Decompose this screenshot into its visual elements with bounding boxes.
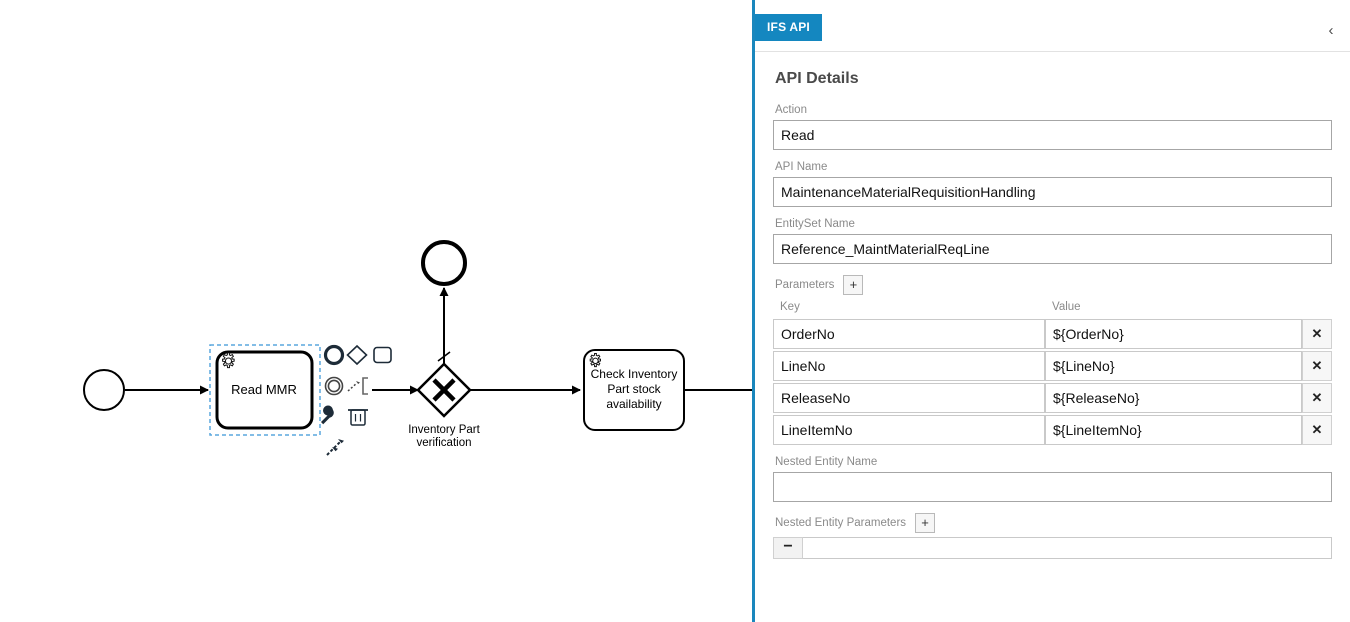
- nested-parameter-input[interactable]: [803, 537, 1332, 559]
- delete-parameter-button[interactable]: ✕: [1302, 415, 1332, 445]
- bpmn-canvas[interactable]: Read MMR: [0, 0, 752, 622]
- parameters-header-row: Key Value: [773, 301, 1332, 317]
- delete-parameter-button[interactable]: ✕: [1302, 351, 1332, 381]
- nested-entity-name-select-wrap: [773, 472, 1332, 502]
- panel-header: IFS API ‹: [755, 0, 1350, 52]
- nested-entity-name-select[interactable]: [773, 472, 1332, 502]
- check-stock-task: Check Inventory Part stock availability: [583, 349, 685, 431]
- parameter-key-input[interactable]: [773, 415, 1045, 445]
- trash-icon: [348, 409, 368, 426]
- entityset-name-select-wrap: Reference_MaintMaterialReqLine: [773, 234, 1332, 264]
- gear-icon-2: [589, 353, 601, 368]
- add-nested-parameter-button[interactable]: +: [915, 513, 936, 533]
- read-mmr-label: Read MMR: [231, 382, 297, 397]
- entityset-name-label: EntitySet Name: [775, 218, 855, 230]
- column-header-delete: [1302, 301, 1332, 317]
- end-event: [421, 240, 467, 286]
- gear-icon: [222, 352, 235, 369]
- parameter-value-input[interactable]: [1045, 415, 1302, 445]
- parameter-key-input[interactable]: [773, 351, 1045, 381]
- parameter-value-input[interactable]: [1045, 383, 1302, 413]
- nested-parameters-label: Nested Entity Parameters: [775, 517, 907, 529]
- check-stock-label-line3: availability: [606, 397, 661, 411]
- delete-parameter-button[interactable]: ✕: [1302, 383, 1332, 413]
- read-mmr-task: Read MMR: [215, 350, 314, 430]
- api-name-label: API Name: [775, 161, 828, 173]
- table-row: ✕: [773, 383, 1332, 413]
- action-select[interactable]: Read: [773, 120, 1332, 150]
- tab-ifs-api[interactable]: IFS API: [755, 14, 822, 41]
- append-end-event-icon: [323, 344, 345, 366]
- connect-icon: [326, 439, 344, 456]
- table-row: ✕: [773, 415, 1332, 445]
- check-stock-label-line1: Check Inventory: [591, 367, 678, 381]
- start-event: [83, 369, 125, 411]
- sequence-flow-gateway-to-end: [437, 287, 451, 364]
- append-text-annotation-icon: [347, 377, 368, 395]
- chevron-left-icon[interactable]: ‹: [1328, 22, 1334, 39]
- append-task-icon: [373, 346, 392, 364]
- append-gateway-icon: [346, 344, 368, 366]
- wrench-icon: [321, 405, 334, 425]
- column-header-key: Key: [780, 301, 800, 313]
- parameter-key-input[interactable]: [773, 383, 1045, 413]
- parameter-value-input[interactable]: [1045, 319, 1302, 349]
- delete-parameter-button[interactable]: ✕: [1302, 319, 1332, 349]
- nested-parameters-header: Nested Entity Parameters +: [775, 513, 1332, 533]
- parameters-header: Parameters +: [775, 275, 1332, 295]
- append-intermediate-event-icon: [324, 376, 344, 396]
- parameters-body: ✕ ✕ ✕ ✕: [773, 319, 1332, 445]
- table-row: ✕: [773, 319, 1332, 349]
- column-header-value: Value: [1052, 301, 1081, 313]
- gateway-label-line1: Inventory Part: [408, 424, 480, 436]
- entityset-name-select[interactable]: Reference_MaintMaterialReqLine: [773, 234, 1332, 264]
- parameter-key-input[interactable]: [773, 319, 1045, 349]
- action-label: Action: [775, 104, 807, 116]
- gateway-label-line2: verification: [417, 437, 472, 449]
- panel-body: API Details Action Read API Name Mainten…: [755, 52, 1350, 622]
- page-title: API Details: [775, 70, 859, 87]
- parameters-table: Key Value ✕ ✕: [773, 299, 1332, 447]
- remove-nested-parameter-button[interactable]: −: [773, 537, 803, 559]
- exclusive-gateway: Inventory Part verification: [408, 362, 481, 449]
- parameter-value-input[interactable]: [1045, 351, 1302, 381]
- nested-parameter-row: −: [773, 537, 1332, 559]
- check-stock-label-line2: Part stock: [607, 382, 661, 396]
- parameters-label: Parameters: [775, 279, 835, 291]
- properties-panel: IFS API ‹ API Details Action Read API Na…: [752, 0, 1350, 622]
- api-name-select[interactable]: MaintenanceMaterialRequisitionHandling: [773, 177, 1332, 207]
- nested-entity-name-label: Nested Entity Name: [775, 456, 878, 468]
- selection-outline: [209, 344, 321, 436]
- action-select-wrap: Read: [773, 120, 1332, 150]
- add-parameter-button[interactable]: +: [843, 275, 864, 295]
- table-row: ✕: [773, 351, 1332, 381]
- api-name-select-wrap: MaintenanceMaterialRequisitionHandling: [773, 177, 1332, 207]
- context-pad: [321, 344, 392, 456]
